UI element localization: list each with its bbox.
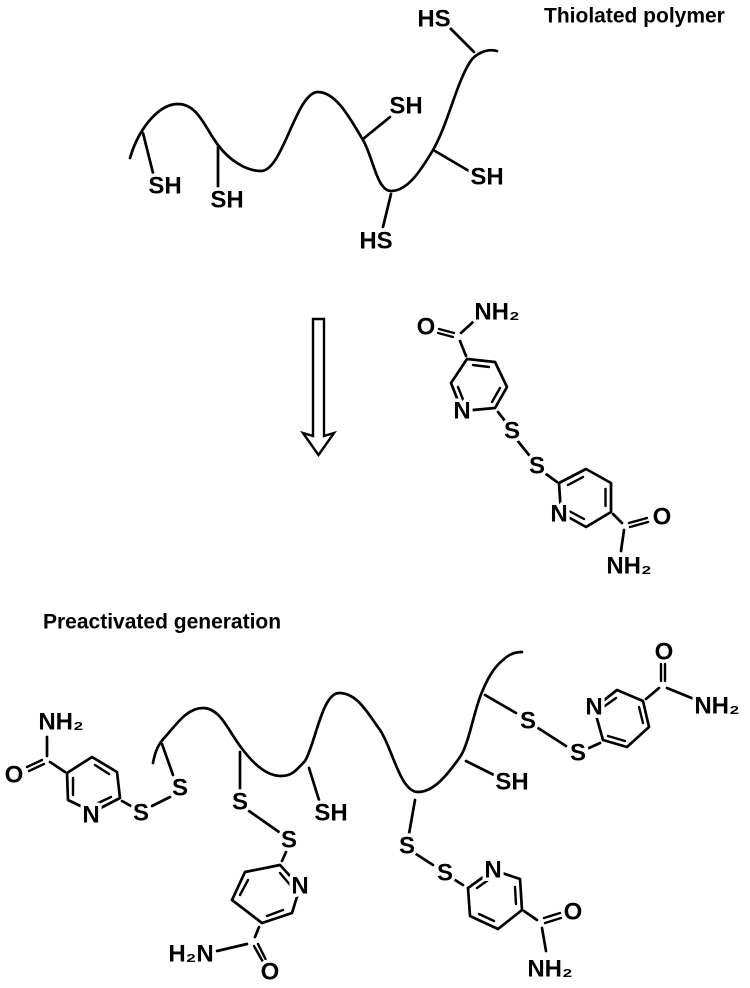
atom-label-hs: HS bbox=[417, 6, 450, 33]
pyridine-ring bbox=[65, 755, 122, 814]
pyridine-ring bbox=[230, 863, 302, 925]
preactivated-generation-title: Preactivated generation bbox=[43, 611, 281, 634]
thiol-bond-lines bbox=[141, 26, 476, 229]
polymer-chain-curve bbox=[151, 650, 524, 794]
atom-label-s: S bbox=[570, 740, 586, 767]
bond-lines bbox=[458, 320, 626, 553]
atom-label-nh2: NH₂ bbox=[38, 709, 83, 736]
atom-label-nh2: NH₂ bbox=[694, 693, 739, 720]
atom-label-o: O bbox=[417, 314, 436, 341]
double-bond-inner-lines bbox=[456, 363, 607, 521]
atom-label-sh: SH bbox=[210, 187, 243, 214]
carbonyl-double-bond-lines bbox=[436, 327, 650, 529]
disulfide-reagent-structure: O NH₂ N S S N O NH₂ bbox=[413, 295, 675, 583]
atom-label-o: O bbox=[564, 899, 583, 926]
atom-label-n: N bbox=[453, 398, 470, 425]
reaction-arrow-icon bbox=[300, 317, 337, 458]
atom-label-o: O bbox=[5, 762, 24, 789]
carbonyl-double-bond-lines bbox=[25, 662, 667, 964]
atom-label-o: O bbox=[655, 639, 674, 666]
bond-lines bbox=[45, 686, 696, 953]
pyridine-ring bbox=[557, 467, 613, 529]
atom-label-n: N bbox=[291, 873, 308, 900]
thiolated-polymer-diagram: HS SH SH SH HS SH Thiolated polymer bbox=[128, 2, 725, 258]
atom-label-h2n: H₂N bbox=[168, 941, 213, 968]
pyridine-ring bbox=[449, 357, 509, 413]
atom-label-o: O bbox=[261, 959, 280, 986]
atom-label-hs: HS bbox=[359, 228, 392, 255]
atom-label-s: S bbox=[437, 860, 453, 887]
atom-label-sh: SH bbox=[148, 173, 181, 200]
atom-label-s: S bbox=[529, 453, 545, 480]
pyridine-ring bbox=[466, 868, 524, 931]
atom-label-s: S bbox=[520, 708, 536, 735]
atom-label-sh: SH bbox=[389, 93, 422, 120]
atom-label-n: N bbox=[82, 802, 99, 829]
double-bond-inner-lines bbox=[71, 696, 645, 923]
atom-label-n: N bbox=[585, 694, 602, 721]
atom-label-n: N bbox=[550, 501, 567, 528]
atom-label-s: S bbox=[281, 827, 297, 854]
atom-label-n: N bbox=[484, 857, 501, 884]
thiolated-polymer-title: Thiolated polymer bbox=[544, 5, 725, 28]
pyridine-ring bbox=[592, 688, 651, 749]
atom-label-sh: SH bbox=[470, 164, 503, 191]
preactivated-polymer-diagram: Preactivated generation NH₂ O N S S S S … bbox=[1, 611, 743, 988]
atom-label-s: S bbox=[172, 775, 188, 802]
atom-label-sh: SH bbox=[495, 769, 528, 796]
atom-label-nh2: NH₂ bbox=[527, 956, 572, 983]
polymer-chain-curve bbox=[128, 48, 499, 193]
atom-label-s: S bbox=[133, 800, 149, 827]
atom-label-nh2: NH₂ bbox=[474, 299, 519, 326]
atom-label-s: S bbox=[504, 418, 520, 445]
atom-label-sh: SH bbox=[314, 800, 347, 827]
atom-label-s: S bbox=[232, 789, 248, 816]
atom-label-s: S bbox=[399, 833, 415, 860]
atom-label-o: O bbox=[653, 504, 672, 531]
atom-label-nh2: NH₂ bbox=[606, 553, 651, 580]
